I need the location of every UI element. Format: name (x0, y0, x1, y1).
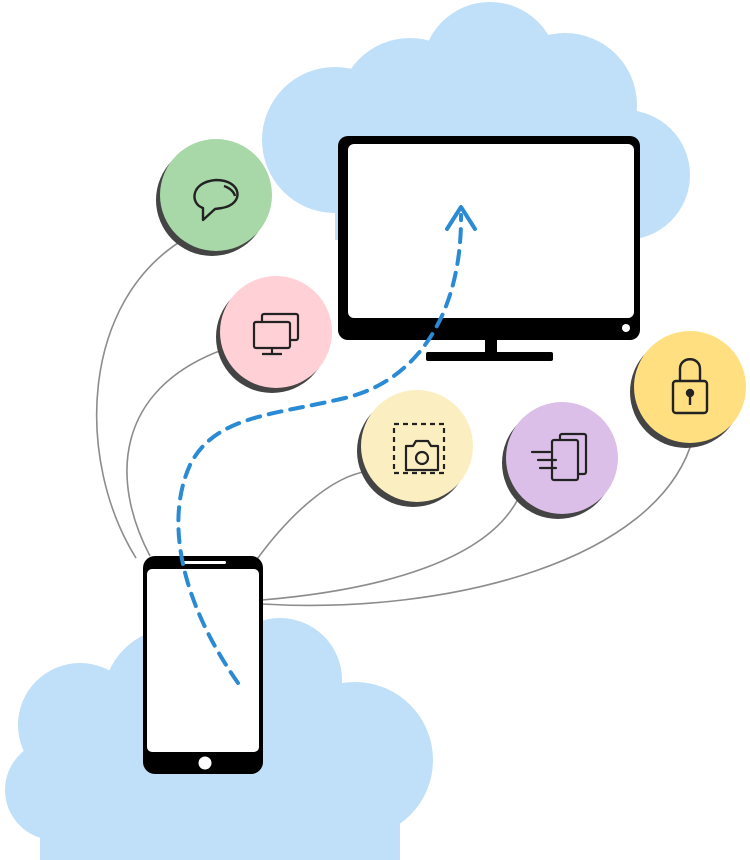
connector-lock (261, 437, 694, 607)
feature-chat (156, 139, 272, 256)
feature-screenshot (357, 390, 473, 507)
connector-screenshot (254, 470, 371, 563)
smartphone (143, 556, 263, 774)
tv-monitor (338, 136, 640, 361)
feature-multi-screen (216, 276, 332, 393)
connector-lines (95, 237, 694, 607)
cast-arrow (176, 205, 477, 685)
lock-icon (671, 358, 709, 415)
chat-bubble-icon (193, 178, 239, 222)
connector-multi-screen (126, 349, 223, 557)
multi-screen-icon (252, 312, 300, 356)
feature-file-transfer (502, 402, 618, 519)
screenshot-camera-icon (392, 422, 446, 475)
connector-chat (95, 237, 187, 559)
file-transfer-icon (530, 432, 588, 482)
connector-file-transfer (261, 489, 523, 601)
feature-lock (630, 331, 746, 448)
